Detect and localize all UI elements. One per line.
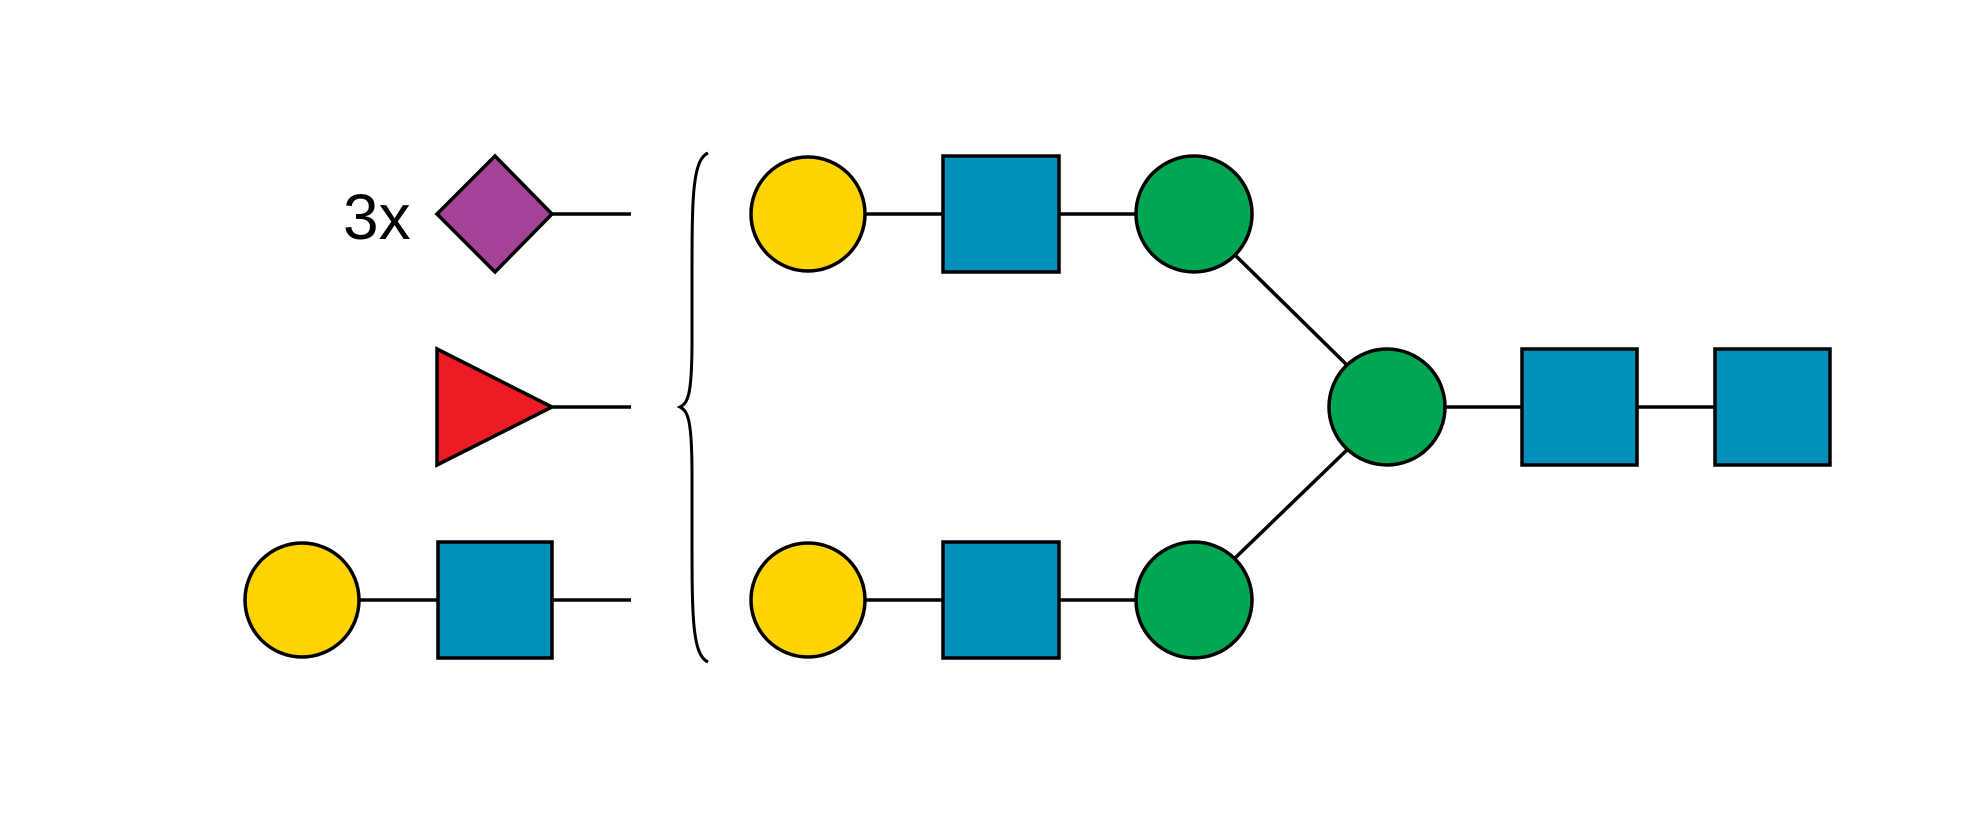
yellow-circle-icon [749,155,867,273]
green-circle-icon [1134,540,1254,660]
man-upper-core-link [1232,252,1353,371]
linkages [360,212,1715,602]
core-chain [1327,347,1832,467]
yellow-circle-icon [243,541,361,659]
lower-antenna [749,540,1254,660]
purple-diamond-icon [434,153,555,275]
blue-square-icon [1713,347,1832,467]
red-triangle-icon [435,346,556,468]
blue-square-icon [1520,347,1639,467]
green-circle-icon [1134,154,1254,274]
blue-square-icon [436,540,554,660]
neuac-multiplier-label: 3x [343,181,411,253]
blue-square-icon [941,540,1061,660]
green-circle-icon [1327,347,1447,467]
substituent-group: 3x [243,153,556,660]
man-lower-core-link [1232,444,1353,561]
curly-brace [676,151,709,664]
yellow-circle-icon [749,541,867,659]
upper-antenna [749,154,1254,274]
blue-square-icon [941,154,1061,274]
